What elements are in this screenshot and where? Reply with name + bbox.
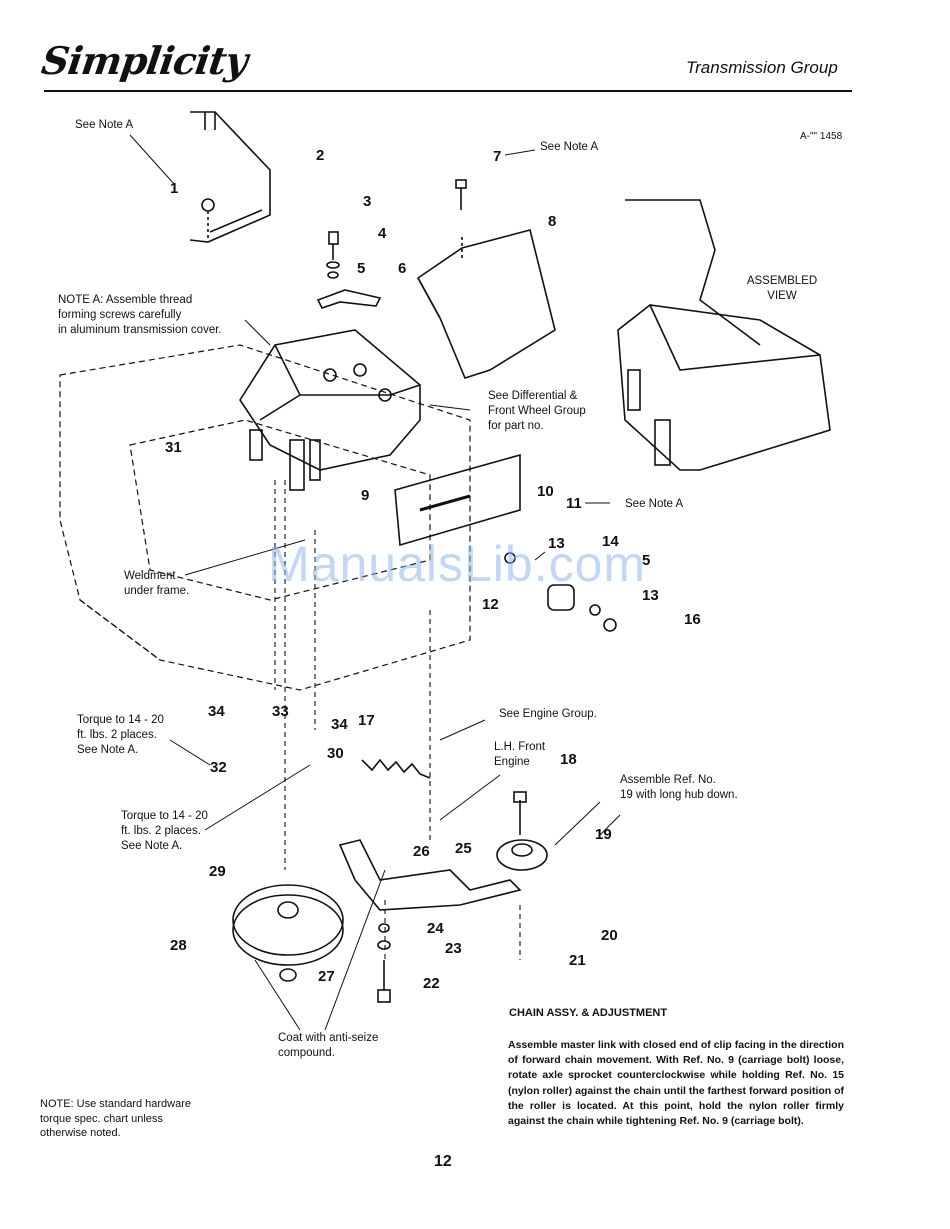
chain-section-body: Assemble master link with closed end of …	[508, 1039, 845, 1128]
pulley-part-19	[496, 791, 548, 871]
screw-part-7	[455, 179, 467, 210]
callout-9: 9	[361, 487, 370, 504]
callout-4: 4	[378, 225, 387, 242]
callout-25: 25	[455, 840, 472, 857]
page-number: 12	[434, 1153, 452, 1170]
callout-21: 21	[569, 952, 586, 969]
leader-lines	[129, 134, 621, 1031]
note-see-a-1: See Note A	[75, 119, 134, 131]
bolt-part-3	[326, 231, 340, 279]
transmission-housing	[239, 329, 421, 491]
watermark: ManualsLib.com	[268, 536, 647, 592]
callout-8: 8	[548, 213, 557, 230]
note-see-engine-group: See Engine Group.	[499, 708, 597, 720]
callout-16: 16	[684, 611, 701, 628]
callout-34b: 34	[331, 716, 348, 733]
callout-26: 26	[413, 843, 430, 860]
callout-27: 27	[318, 968, 335, 985]
bolt-part-22	[377, 923, 391, 1003]
callout-24: 24	[427, 920, 444, 937]
callout-17: 17	[358, 712, 375, 729]
bracket-part-6	[316, 289, 382, 309]
roller-part-15	[504, 552, 617, 632]
callout-32: 32	[210, 759, 227, 776]
callout-3: 3	[363, 193, 372, 210]
callout-7: 7	[493, 148, 502, 165]
plate-part-10	[394, 453, 521, 547]
spring-part-17	[361, 758, 431, 779]
callout-20: 20	[601, 927, 618, 944]
callout-11: 11	[566, 495, 582, 512]
callout-5b: 5	[642, 552, 651, 569]
callout-12: 12	[482, 596, 499, 613]
callout-13a: 13	[548, 535, 565, 552]
header-rule	[44, 90, 852, 92]
callout-31: 31	[165, 439, 182, 456]
cover-part-8	[416, 229, 556, 379]
callout-14: 14	[602, 533, 619, 550]
frame-outline	[59, 344, 471, 691]
callout-33: 33	[272, 703, 289, 720]
callout-19: 19	[595, 826, 612, 843]
callout-1: 1	[170, 180, 179, 197]
idler-arm-part-25	[338, 839, 522, 911]
callout-6: 6	[398, 260, 407, 277]
note-see-a-7: See Note A	[540, 141, 599, 153]
callout-18: 18	[560, 751, 577, 768]
callout-5: 5	[357, 260, 366, 277]
drawing-code: A-"" 1458	[800, 131, 843, 142]
callout-23: 23	[445, 940, 462, 957]
callout-10: 10	[537, 483, 554, 500]
section-title: Transmission Group	[686, 58, 838, 77]
note-assemble-ref: Assemble Ref. No.19 with long hub down.	[620, 774, 738, 801]
screw-part-1	[201, 198, 215, 238]
callout-34a: 34	[208, 703, 225, 720]
callout-29: 29	[209, 863, 226, 880]
assembled-view	[617, 199, 831, 471]
callout-28: 28	[170, 937, 187, 954]
callout-13b: 13	[642, 587, 659, 604]
pulley-part-28	[232, 884, 344, 982]
callout-2: 2	[316, 147, 325, 164]
note-see-a-11: See Note A	[625, 498, 684, 510]
chain-section-title: CHAIN ASSY. & ADJUSTMENT	[509, 1007, 668, 1019]
bracket-part-2	[189, 111, 271, 243]
callout-22: 22	[423, 975, 440, 992]
callout-30: 30	[327, 745, 344, 762]
